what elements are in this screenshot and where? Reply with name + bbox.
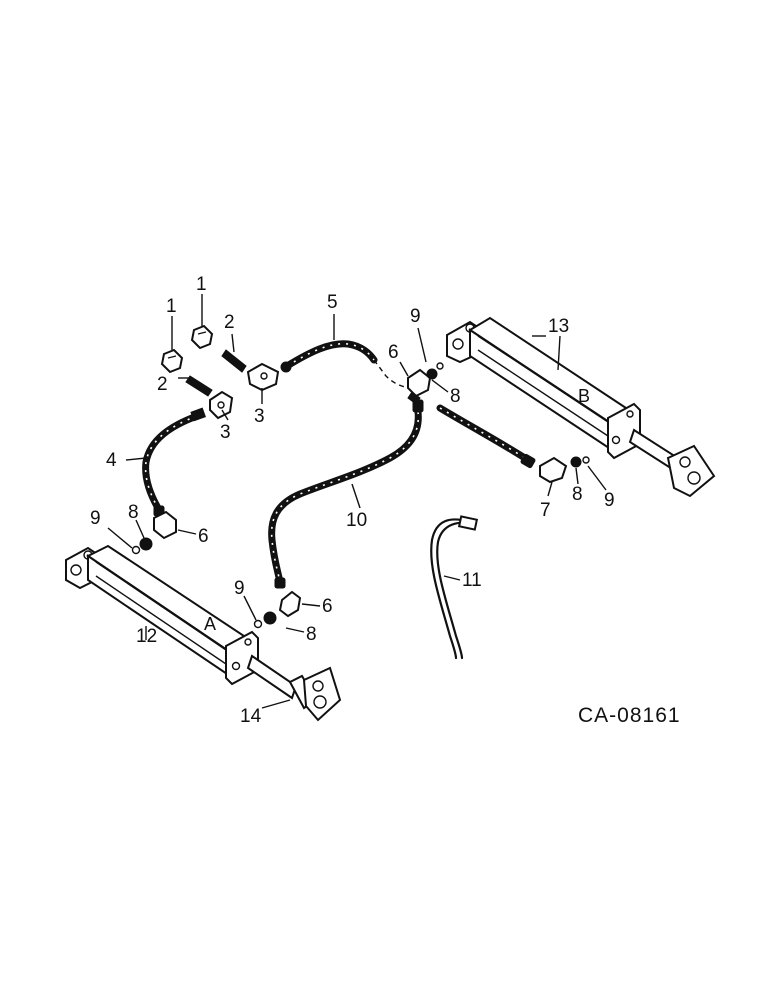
hose-cylinder-b — [436, 404, 536, 469]
wire-11 — [430, 515, 479, 660]
callout-8-far-right: 8 — [572, 484, 583, 505]
adapter-8-far-right — [570, 456, 582, 468]
oring-9-far-right — [582, 456, 590, 464]
nipple-2-lower — [185, 375, 213, 397]
callout-1-lower: 1 — [166, 296, 177, 317]
callout-13: 13 — [548, 316, 569, 337]
callout-9-right: 9 — [410, 306, 421, 327]
callout-10: 10 — [346, 510, 367, 531]
oring-9-left — [131, 545, 141, 555]
callout-4: 4 — [106, 450, 117, 471]
hose-5 — [280, 340, 411, 389]
elbow-6-center — [278, 590, 302, 618]
oring-9-center — [253, 619, 263, 629]
callout-2-lower: 2 — [157, 374, 168, 395]
callout-11: 11 — [462, 570, 482, 591]
callout-8-right: 8 — [450, 386, 461, 407]
callout-2-upper: 2 — [224, 312, 235, 333]
drawing-code: CA-08161 — [578, 704, 681, 727]
elbow-6-left — [153, 510, 177, 540]
nipple-2-upper — [221, 349, 247, 373]
callout-7: 7 — [540, 500, 551, 521]
callout-1-upper: 1 — [196, 274, 207, 295]
cylinder-a-letter: A — [204, 614, 216, 634]
cylinder-b — [446, 316, 716, 498]
cylinder-b-letter: B — [578, 386, 590, 406]
tee-3-upper — [246, 362, 280, 392]
callout-5: 5 — [327, 292, 338, 313]
oring-9-right — [436, 362, 444, 370]
hose-10 — [268, 399, 424, 589]
adapter-8-center — [263, 611, 277, 625]
hose-4 — [142, 407, 206, 517]
callout-12: 12 — [136, 626, 157, 647]
tee-3-lower — [209, 390, 234, 420]
adapter-8-right — [426, 368, 438, 380]
callout-6-left: 6 — [198, 526, 209, 547]
plug-1-lower — [160, 348, 184, 374]
callout-8-left: 8 — [128, 502, 139, 523]
callout-9-far-right: 9 — [604, 490, 615, 511]
callout-3-lower: 3 — [220, 422, 231, 443]
callout-labels: 1 1 2 2 3 3 4 5 6 6 6 7 8 8 8 8 9 9 9 9 … — [90, 274, 615, 727]
callout-6-center: 6 — [322, 596, 333, 617]
callout-8-center: 8 — [306, 624, 317, 645]
cylinder-a — [65, 544, 342, 722]
adapter-8-left — [139, 537, 153, 551]
callout-9-center: 9 — [234, 578, 245, 599]
elbow-6-right — [407, 368, 432, 405]
leader-lines — [107, 294, 607, 709]
callout-3-upper: 3 — [254, 406, 265, 427]
elbow-7 — [539, 456, 568, 484]
callout-9-left: 9 — [90, 508, 101, 529]
plug-1-upper — [190, 324, 214, 350]
callout-6-right: 6 — [388, 342, 399, 363]
callout-14: 14 — [240, 706, 262, 727]
